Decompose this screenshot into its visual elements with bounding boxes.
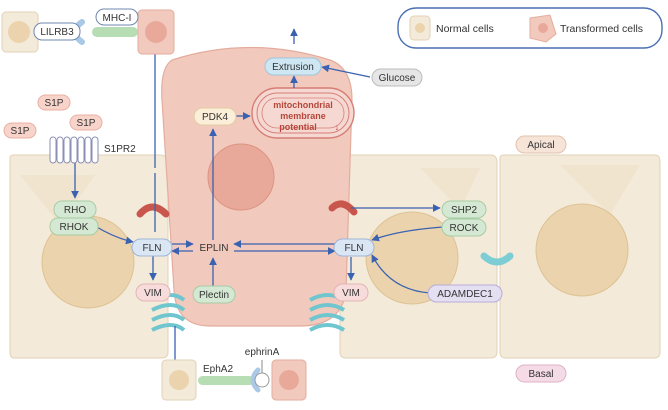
glucose-label: Glucose — [379, 73, 416, 84]
left-junction-mark — [136, 203, 170, 218]
transformed-nucleus — [207, 143, 275, 211]
mhc-i-label: MHC-I — [103, 13, 132, 24]
pdk4-label: PDK4 — [202, 112, 229, 123]
fln-left-label: FLN — [143, 243, 162, 254]
shp2-label: SHP2 — [451, 205, 478, 216]
epha2-label: EphA2 — [203, 364, 233, 375]
arrow-glucose-to-extrusion — [321, 64, 371, 78]
adamdec1-label: ADAMDEC1 — [437, 289, 493, 300]
s1p-label-a: S1P — [45, 98, 64, 109]
mito-decrease-arrow: ↓ — [335, 122, 340, 132]
basal-label: Basal — [528, 369, 553, 380]
vim-left-label: VIM — [144, 288, 162, 299]
apical-label: Apical — [527, 140, 554, 151]
right-normal-nucleus-2 — [535, 203, 629, 297]
s1p-pill-a — [37, 94, 71, 111]
plectin-label: Plectin — [199, 290, 229, 301]
fln-right-label: FLN — [345, 243, 364, 254]
s1p-pill-b — [3, 122, 37, 139]
epha2-bar — [198, 376, 254, 385]
s1pr2-receptor — [49, 136, 99, 164]
s1p-pill-c — [69, 114, 103, 131]
mhc-i-pill — [95, 8, 139, 26]
epha2-ephrina-panel: EphA2 ephrinA — [161, 347, 307, 401]
vim-right-label: VIM — [342, 288, 360, 299]
mito-label-line2: membrane — [280, 111, 326, 121]
s1p-group: S1P S1P S1P S1PR2 — [3, 94, 136, 164]
basal-pill — [515, 364, 567, 383]
fln-right-pill — [333, 238, 375, 257]
cyan-adhesion-mark — [480, 252, 514, 266]
mitochondrion: mitochondrial membrane potential ↓ — [251, 87, 355, 139]
right-normal-cell-2 — [499, 154, 661, 359]
pathway-arrows — [71, 28, 444, 360]
apical-pill — [515, 135, 567, 154]
rhok-pill — [49, 217, 99, 236]
adamdec1-pill — [427, 284, 503, 303]
rhok-label: RHOK — [60, 222, 89, 233]
vim-right-pill — [333, 283, 369, 302]
rock-label: ROCK — [450, 223, 479, 234]
legend: Normal cells Transformed cells — [397, 7, 663, 49]
arrow-adamdec1-to-fln — [371, 254, 431, 294]
s1pr2-label: S1PR2 — [104, 144, 136, 155]
mito-label-line1: mitochondrial — [273, 100, 333, 110]
s1p-label-b: S1P — [11, 126, 30, 137]
legend-transformed-label: Transformed cells — [560, 23, 643, 35]
extrusion-pill — [264, 57, 322, 76]
rock-pill — [441, 218, 487, 237]
shp2-pill — [441, 200, 487, 219]
vim-left-pill — [135, 283, 171, 302]
rho-label: RHO — [64, 205, 86, 216]
fln-left-pill — [131, 238, 173, 257]
s1p-label-c: S1P — [77, 118, 96, 129]
arrow-rock-to-fln — [371, 226, 444, 242]
lilrb3-mhc-panel: LILRB3 MHC-I — [1, 8, 175, 55]
glucose-pill — [371, 68, 423, 87]
extrusion-label: Extrusion — [272, 62, 314, 73]
mito-label-line3: potential — [279, 122, 317, 132]
legend-normal-label: Normal cells — [436, 23, 494, 35]
pdk4-pill — [193, 107, 237, 126]
right-junction-mark — [328, 200, 358, 216]
lilrb3-pill — [33, 22, 81, 41]
plectin-pill — [192, 285, 236, 304]
lilrb3-label: LILRB3 — [40, 27, 74, 38]
eplin-label: EPLIN — [200, 243, 229, 254]
left-normal-cell — [9, 154, 169, 359]
ephrina-label: ephrinA — [245, 347, 280, 358]
